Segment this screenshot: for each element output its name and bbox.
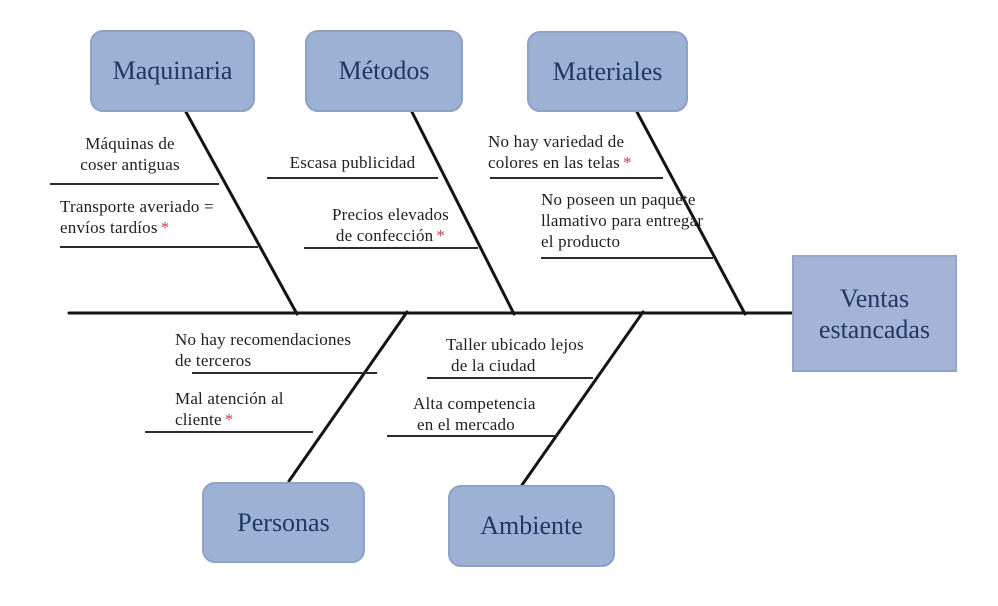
cause-text-line: Escasa publicidad: [289, 153, 416, 172]
priority-asterisk: *: [622, 153, 632, 172]
cause-variedad-colores: No hay variedad de colores en las telas*: [488, 131, 676, 173]
cause-escasa-publicidad: Escasa publicidad: [267, 152, 438, 173]
bone-materiales: [635, 110, 747, 316]
category-box-materiales: Materiales: [527, 31, 688, 112]
cause-maquinas-coser: Máquinas de coser antiguas: [45, 133, 215, 175]
priority-asterisk: *: [160, 218, 170, 237]
category-label-materiales: Materiales: [552, 56, 663, 86]
category-label-metodos: Métodos: [338, 56, 430, 85]
cause-recomendaciones: No hay recomendaciones de terceros: [175, 329, 390, 371]
cause-text-line: Precios elevados: [332, 205, 449, 224]
cause-text-line: coser antiguas: [80, 155, 180, 174]
bone-metodos: [410, 110, 516, 316]
effect-label-line1: Ventas: [839, 283, 910, 313]
cause-alta-competencia: Alta competencia en el mercado: [413, 393, 583, 435]
cause-text-line: Mal atención al: [175, 389, 284, 408]
category-box-maquinaria: Maquinaria: [90, 30, 255, 112]
cause-text-line: colores en las telas*: [488, 153, 632, 172]
cause-text-line: el producto: [541, 232, 621, 251]
cause-text-line: Transporte averiado =: [60, 197, 214, 216]
cause-text-line: Taller ubicado lejos: [446, 335, 584, 354]
category-label-personas: Personas: [237, 507, 330, 537]
category-label-maquinaria: Maquinaria: [112, 56, 233, 85]
cause-mal-atencion: Mal atención al cliente*: [175, 388, 350, 430]
cause-taller-lejos: Taller ubicado lejos de la ciudad: [446, 334, 626, 376]
cause-text-line: No hay recomendaciones: [175, 330, 352, 349]
cause-text-line: llamativo para entregar: [541, 211, 704, 230]
cause-text-line: cliente*: [175, 410, 234, 429]
category-label-ambiente: Ambiente: [480, 511, 583, 540]
effect-label-line2: estancadas: [818, 314, 931, 344]
bone-ambiente: [520, 310, 645, 487]
priority-asterisk: *: [436, 226, 446, 245]
cause-text-line: de la ciudad: [451, 356, 536, 375]
cause-text-line: de terceros: [175, 351, 252, 370]
cause-paquete-llamativo: No poseen un paquete llamativo para entr…: [541, 189, 736, 252]
cause-text-line: No poseen un paquete: [541, 190, 696, 209]
priority-asterisk: *: [224, 410, 234, 429]
cause-text-line: Máquinas de: [85, 134, 175, 153]
cause-text-line: Alta competencia: [413, 394, 536, 413]
cause-precios-elevados: Precios elevados de confección*: [303, 204, 478, 246]
category-box-metodos: Métodos: [305, 30, 463, 112]
category-box-personas: Personas: [202, 482, 365, 563]
bone-maquinaria: [184, 110, 299, 316]
cause-text-line: de confección*: [335, 226, 446, 245]
cause-text-line: envíos tardíos*: [60, 218, 170, 237]
cause-text-line: en el mercado: [417, 415, 515, 434]
category-box-ambiente: Ambiente: [448, 485, 615, 567]
cause-transporte-averiado: Transporte averiado = envíos tardíos*: [60, 196, 272, 238]
cause-text-line: No hay variedad de: [488, 132, 625, 151]
effect-box: Ventas estancadas: [792, 255, 957, 372]
bone-personas: [287, 310, 409, 483]
